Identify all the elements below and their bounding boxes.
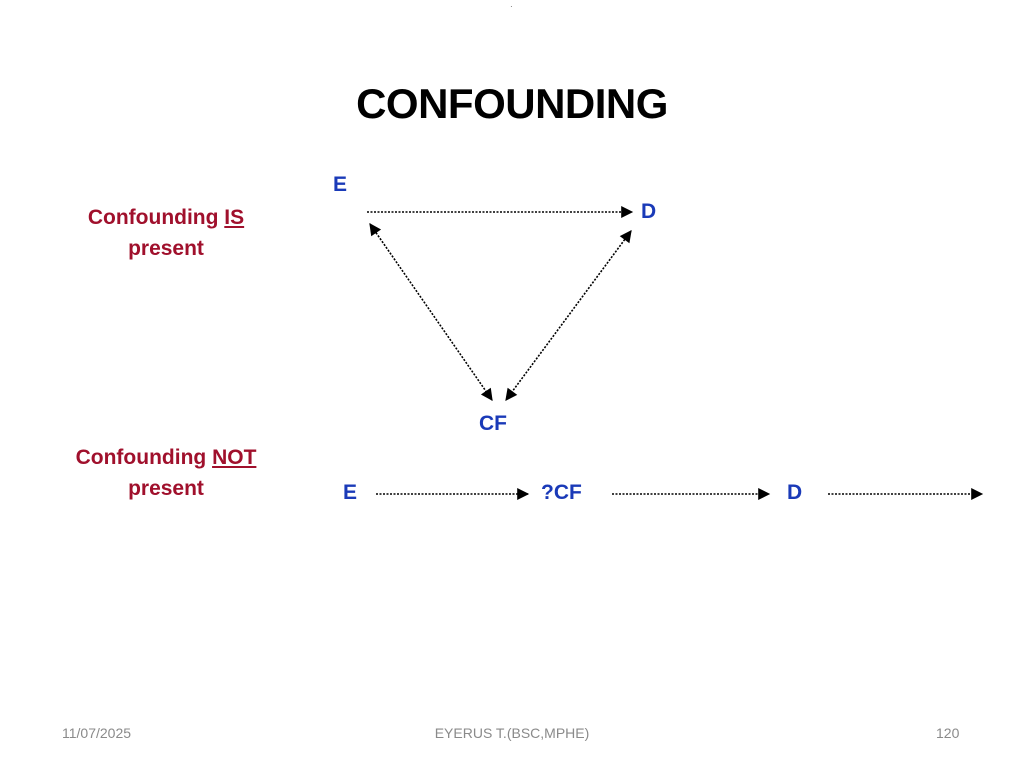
confounding-not-present-label: Confounding NOT present: [56, 442, 276, 504]
not-present-label-suffix: present: [128, 477, 204, 500]
footer-page-number: 120: [936, 725, 960, 741]
top-mark: ·: [510, 2, 513, 11]
present-label-suffix: present: [128, 237, 204, 260]
node-e-bottom: E: [343, 481, 358, 504]
present-label-prefix: Confounding: [87, 206, 225, 229]
slide-title: CONFOUNDING: [356, 80, 668, 127]
footer-author: EYERUS T.(BSC,MPHE): [434, 725, 590, 741]
node-d-top: D: [641, 200, 657, 223]
not-present-label-emphasis: NOT: [212, 446, 257, 469]
not-present-label-prefix: Confounding: [75, 446, 213, 469]
node-e-top: E: [333, 173, 348, 196]
arrow-e-cf: [369, 223, 493, 401]
confounding-present-label: Confounding IS present: [60, 202, 272, 264]
node-d-bottom: D: [787, 481, 803, 504]
node-cf-top: CF: [479, 412, 507, 435]
node-cf-bottom: ?CF: [541, 481, 582, 504]
present-label-emphasis: IS: [224, 206, 245, 229]
footer-date: 11/07/2025: [62, 725, 132, 741]
arrow-d-cf: [505, 230, 632, 401]
